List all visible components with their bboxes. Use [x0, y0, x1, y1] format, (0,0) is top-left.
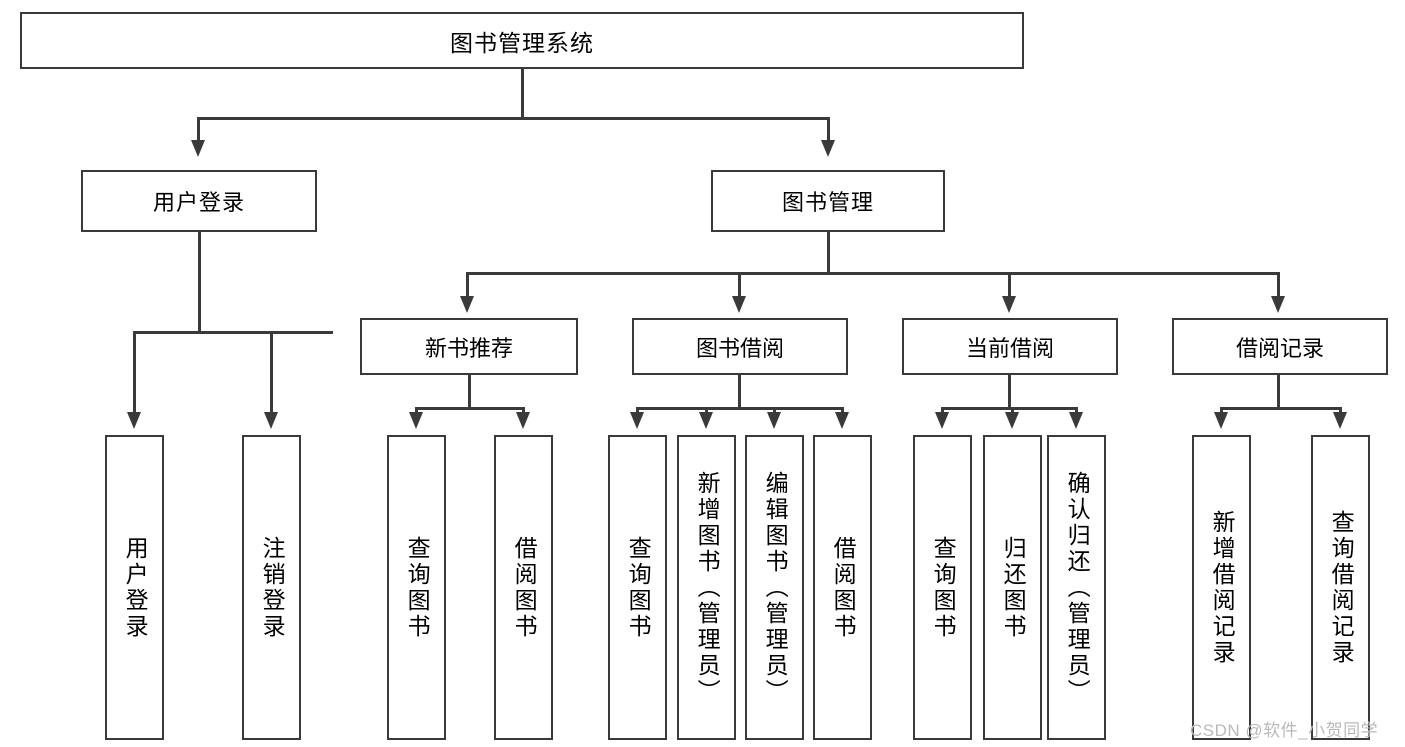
- node-label: 图书管理系统: [450, 29, 594, 56]
- connector-book-manage-bus: [466, 272, 1280, 275]
- arrowhead-user-login: [191, 140, 205, 157]
- node-label: 查询图书: [625, 535, 652, 640]
- node-label: 图书管理: [781, 190, 874, 215]
- leaf-borrow-book-new[interactable]: 借阅图书: [494, 435, 553, 740]
- arrowhead-confirm-return: [1069, 412, 1083, 429]
- node-label: 确认归还（管理员）: [1064, 470, 1091, 705]
- leaf-add-book-admin[interactable]: 新增图书（管理员）: [677, 435, 736, 740]
- connector-new-book-bus: [415, 407, 525, 410]
- leaf-edit-book-admin[interactable]: 编辑图书（管理员）: [745, 435, 804, 740]
- leaf-user-login[interactable]: 用户登录: [105, 435, 164, 740]
- leaf-return-book[interactable]: 归还图书: [983, 435, 1042, 740]
- node-book-borrow[interactable]: 图书借阅: [632, 318, 848, 375]
- node-current-borrow[interactable]: 当前借阅: [902, 318, 1118, 375]
- arrowhead-leaf-user-login: [127, 412, 141, 429]
- connector-to-new-book: [466, 272, 469, 300]
- connector-new-book-stem: [468, 375, 471, 408]
- leaf-add-borrow-record[interactable]: 新增借阅记录: [1192, 435, 1251, 740]
- node-label: 编辑图书（管理员）: [762, 470, 789, 705]
- node-label: 注销登录: [259, 535, 286, 640]
- leaf-query-book-new[interactable]: 查询图书: [387, 435, 446, 740]
- arrowhead-borrow-book-nb: [516, 412, 530, 429]
- node-label: 归还图书: [1000, 535, 1027, 640]
- arrowhead-query-book-bb: [630, 412, 644, 429]
- node-borrow-record[interactable]: 借阅记录: [1172, 318, 1388, 375]
- leaf-query-book-borrow[interactable]: 查询图书: [608, 435, 667, 740]
- connector-book-manage-stem: [827, 232, 830, 273]
- node-label: 借阅记录: [1235, 335, 1324, 361]
- connector-current-borrow-bus: [941, 407, 1078, 410]
- leaf-query-borrow-record[interactable]: 查询借阅记录: [1311, 435, 1370, 740]
- node-book-management[interactable]: 图书管理: [711, 170, 945, 232]
- arrowhead-book-borrow: [732, 296, 746, 313]
- connector-root-stem: [521, 69, 524, 117]
- node-label: 借阅图书: [830, 535, 857, 640]
- node-label: 查询图书: [404, 535, 431, 640]
- connector-current-borrow-stem: [1008, 375, 1011, 408]
- connector-root-bus: [197, 117, 827, 120]
- arrowhead-add-book: [699, 412, 713, 429]
- node-label: 新增借阅记录: [1209, 509, 1236, 666]
- connector-to-book-borrow: [738, 272, 741, 300]
- node-label: 用户登录: [152, 190, 245, 215]
- connector-user-login-child-2: [270, 331, 273, 416]
- arrowhead-book-manage: [821, 140, 835, 157]
- connector-root-to-book-manage: [827, 117, 830, 145]
- node-label: 新增图书（管理员）: [694, 470, 721, 705]
- arrowhead-new-book: [460, 296, 474, 313]
- arrowhead-current-borrow: [1002, 296, 1016, 313]
- connector-root-to-user-login: [197, 117, 200, 145]
- node-root-system[interactable]: 图书管理系统: [20, 12, 1024, 69]
- node-label: 新书推荐: [424, 335, 513, 361]
- arrowhead-add-record: [1214, 412, 1228, 429]
- node-label: 借阅图书: [511, 535, 538, 640]
- node-label: 用户登录: [122, 535, 149, 640]
- arrowhead-query-record: [1333, 412, 1347, 429]
- arrowhead-query-book-cb: [935, 412, 949, 429]
- node-user-login[interactable]: 用户登录: [81, 170, 317, 232]
- connector-book-borrow-stem: [738, 375, 741, 408]
- connector-to-current-borrow: [1008, 272, 1011, 300]
- connector-user-login-stem: [198, 232, 201, 332]
- node-label: 当前借阅: [965, 335, 1054, 361]
- arrowhead-borrow-book-bb: [835, 412, 849, 429]
- arrowhead-query-book-nb: [409, 412, 423, 429]
- leaf-logout[interactable]: 注销登录: [242, 435, 301, 740]
- node-label: 图书借阅: [695, 335, 784, 361]
- leaf-borrow-book[interactable]: 借阅图书: [813, 435, 872, 740]
- connector-to-borrow-record: [1277, 272, 1280, 300]
- connector-book-borrow-bus: [636, 407, 844, 410]
- node-new-book-recommend[interactable]: 新书推荐: [360, 318, 578, 375]
- leaf-query-book-current[interactable]: 查询图书: [913, 435, 972, 740]
- connector-borrow-record-bus: [1220, 407, 1342, 410]
- leaf-confirm-return-admin[interactable]: 确认归还（管理员）: [1047, 435, 1106, 740]
- connector-user-login-bus: [133, 331, 333, 334]
- arrowhead-edit-book: [767, 412, 781, 429]
- connector-user-login-child-1: [133, 331, 136, 416]
- arrowhead-borrow-record: [1271, 296, 1285, 313]
- arrowhead-return-book: [1005, 412, 1019, 429]
- watermark-csdn: CSDN @软件_小贺同学: [1190, 721, 1379, 740]
- arrowhead-leaf-logout: [264, 412, 278, 429]
- node-label: 查询借阅记录: [1328, 509, 1355, 666]
- connector-borrow-record-stem: [1277, 375, 1280, 408]
- node-label: 查询图书: [930, 535, 957, 640]
